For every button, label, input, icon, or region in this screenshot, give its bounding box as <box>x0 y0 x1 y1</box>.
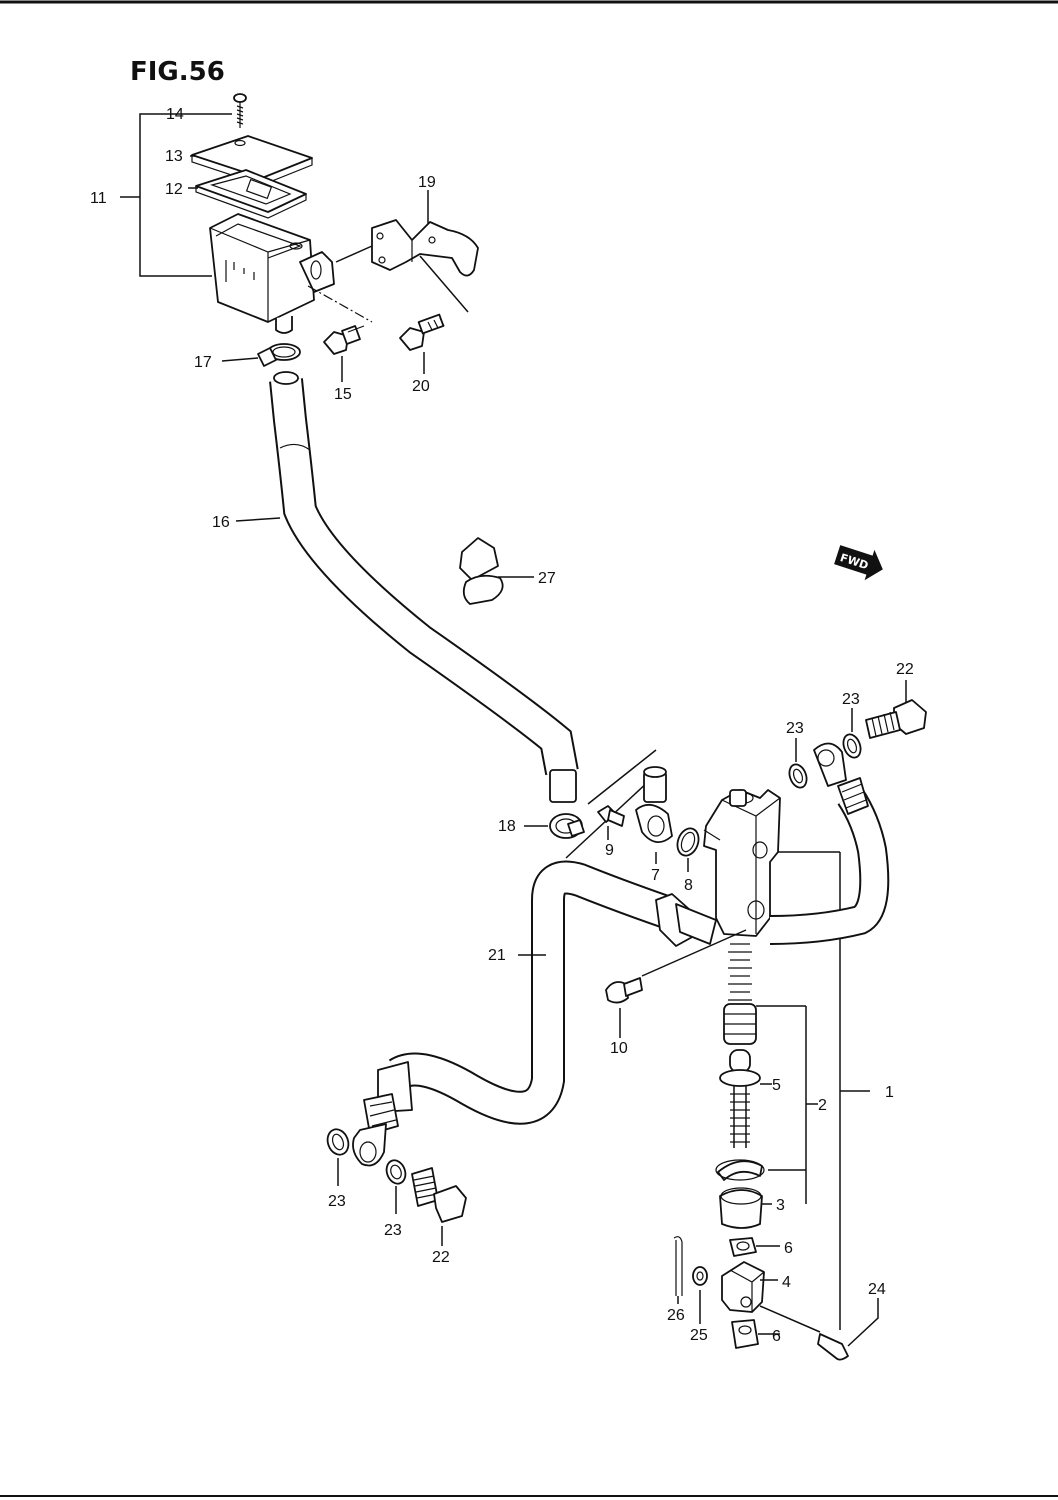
part-12-diaphragm <box>195 169 307 219</box>
callout-16: 16 <box>212 514 230 531</box>
part-7-union <box>635 766 673 864</box>
part-23-washer-upper-1 <box>842 708 862 759</box>
part-3-boot <box>719 1187 772 1229</box>
part-16-hose <box>235 371 579 803</box>
callout-23-upper-right: 23 <box>842 691 860 708</box>
part-24-pin <box>817 1298 879 1361</box>
callout-9: 9 <box>605 842 614 859</box>
callout-11: 11 <box>90 190 107 207</box>
part-23-washer-lower-2 <box>385 1159 407 1214</box>
part-10-screw <box>605 929 747 1038</box>
callout-1: 1 <box>885 1084 894 1101</box>
part-20-bolt <box>399 255 469 374</box>
part-22-bolt-upper <box>865 680 927 739</box>
callout-21: 21 <box>488 947 506 964</box>
callout-23-lower-left: 23 <box>328 1193 346 1210</box>
callout-3: 3 <box>776 1197 785 1214</box>
callout-12: 12 <box>165 181 183 198</box>
part-26-cotter-pin <box>673 1236 683 1304</box>
callout-14: 14 <box>166 106 184 123</box>
part-8-oring <box>676 827 700 872</box>
right-brake-hose <box>769 742 890 945</box>
callout-6-lower: 6 <box>772 1328 781 1345</box>
callout-8: 8 <box>684 877 693 894</box>
part-23-washer-upper-2 <box>788 738 808 789</box>
part-21-hose <box>352 860 717 1167</box>
reservoir-body <box>209 213 335 334</box>
callout-2: 2 <box>818 1097 827 1114</box>
callout-10: 10 <box>610 1040 628 1057</box>
bracket-11 <box>139 113 212 277</box>
part-6-nut-lower <box>731 1319 780 1349</box>
callout-15: 15 <box>334 386 352 403</box>
callout-27: 27 <box>538 570 556 587</box>
callout-26: 26 <box>667 1307 685 1324</box>
callout-22-lower: 22 <box>432 1249 450 1266</box>
callout-20: 20 <box>412 378 430 395</box>
part-27-clip <box>459 537 534 605</box>
part-14-screw <box>233 93 247 128</box>
callout-19: 19 <box>418 174 436 191</box>
figure-title: FIG.56 <box>130 57 225 87</box>
callout-4: 4 <box>782 1274 791 1291</box>
part-23-washer-lower-1 <box>326 1128 350 1186</box>
part-17-clamp <box>221 343 301 367</box>
callout-7: 7 <box>651 867 660 884</box>
part-9-bolt <box>597 805 625 840</box>
callout-22-upper: 22 <box>896 661 914 678</box>
callout-23-lower-right: 23 <box>384 1222 402 1239</box>
part-19-bracket <box>335 190 479 277</box>
part-6-nut-upper <box>729 1237 780 1257</box>
fwd-arrow: FWD <box>834 545 883 581</box>
part-15-bolt <box>307 285 373 382</box>
callout-17: 17 <box>194 354 212 371</box>
reservoir-assembly <box>120 93 335 334</box>
part-4-clevis <box>721 1261 821 1333</box>
part-22-bolt-lower <box>411 1167 467 1246</box>
callout-13: 13 <box>165 148 183 165</box>
part-2-piston-kit <box>715 943 818 1204</box>
callout-25: 25 <box>690 1327 708 1344</box>
callout-6-upper: 6 <box>784 1240 793 1257</box>
callout-23-upper-left: 23 <box>786 720 804 737</box>
callout-5: 5 <box>772 1077 781 1094</box>
callout-labels: 1 2 3 4 5 6 6 7 8 9 10 11 12 13 14 15 16… <box>90 106 914 1345</box>
part-25-washer <box>692 1266 708 1324</box>
callout-24: 24 <box>868 1281 886 1298</box>
callout-18: 18 <box>498 818 516 835</box>
